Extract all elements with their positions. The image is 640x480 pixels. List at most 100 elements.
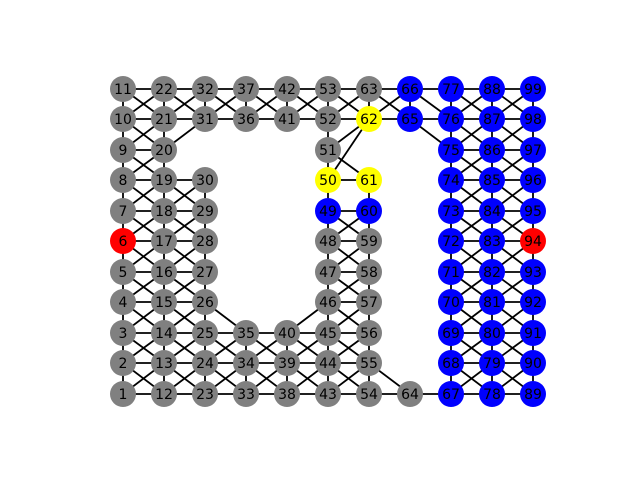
node-circle: [438, 76, 464, 102]
node-label: 24: [196, 356, 214, 372]
node-circle: [315, 137, 341, 163]
node-circle: [151, 350, 177, 376]
node-label: 44: [319, 356, 337, 372]
node-label: 1: [119, 387, 128, 403]
node-31: 31: [192, 106, 218, 132]
node-label: 34: [237, 356, 255, 372]
node-circle: [274, 381, 300, 407]
node-label: 57: [360, 295, 378, 311]
node-81: 81: [479, 289, 505, 315]
node-7: 7: [110, 198, 136, 224]
node-circle: [479, 259, 505, 285]
node-label: 21: [155, 112, 173, 128]
node-circle: [315, 228, 341, 254]
node-circle: [151, 106, 177, 132]
node-92: 92: [520, 289, 546, 315]
node-circle: [110, 137, 136, 163]
node-label: 4: [119, 295, 128, 311]
node-circle: [192, 320, 218, 346]
node-circle: [110, 350, 136, 376]
node-51: 51: [315, 137, 341, 163]
node-label: 32: [196, 82, 214, 98]
node-circle: [356, 198, 382, 224]
node-label: 69: [442, 326, 460, 342]
node-59: 59: [356, 228, 382, 254]
node-circle: [315, 259, 341, 285]
node-circle: [438, 320, 464, 346]
node-label: 47: [319, 265, 337, 281]
node-75: 75: [438, 137, 464, 163]
node-label: 16: [155, 265, 173, 281]
node-39: 39: [274, 350, 300, 376]
node-circle: [479, 76, 505, 102]
node-label: 38: [278, 387, 296, 403]
node-12: 12: [151, 381, 177, 407]
node-label: 98: [524, 112, 542, 128]
node-circle: [192, 259, 218, 285]
node-circle: [110, 228, 136, 254]
node-label: 68: [442, 356, 460, 372]
node-circle: [479, 198, 505, 224]
node-label: 52: [319, 112, 337, 128]
node-98: 98: [520, 106, 546, 132]
node-label: 63: [360, 82, 378, 98]
node-label: 55: [360, 356, 378, 372]
node-circle: [356, 259, 382, 285]
node-30: 30: [192, 167, 218, 193]
node-label: 20: [155, 143, 173, 159]
node-circle: [151, 137, 177, 163]
node-5: 5: [110, 259, 136, 285]
node-label: 54: [360, 387, 378, 403]
node-64: 64: [397, 381, 423, 407]
node-68: 68: [438, 350, 464, 376]
node-label: 93: [524, 265, 542, 281]
node-14: 14: [151, 320, 177, 346]
node-label: 10: [114, 112, 132, 128]
node-36: 36: [233, 106, 259, 132]
node-4: 4: [110, 289, 136, 315]
node-label: 67: [442, 387, 460, 403]
node-circle: [192, 228, 218, 254]
node-label: 64: [401, 387, 419, 403]
node-88: 88: [479, 76, 505, 102]
node-61: 61: [356, 167, 382, 193]
node-89: 89: [520, 381, 546, 407]
node-label: 89: [524, 387, 542, 403]
node-circle: [274, 320, 300, 346]
node-label: 82: [483, 265, 501, 281]
node-circle: [151, 198, 177, 224]
node-84: 84: [479, 198, 505, 224]
node-label: 62: [360, 112, 378, 128]
node-circle: [151, 259, 177, 285]
node-2: 2: [110, 350, 136, 376]
node-circle: [110, 381, 136, 407]
node-17: 17: [151, 228, 177, 254]
node-label: 95: [524, 204, 542, 220]
node-9: 9: [110, 137, 136, 163]
node-circle: [151, 381, 177, 407]
node-circle: [520, 320, 546, 346]
node-label: 88: [483, 82, 501, 98]
node-10: 10: [110, 106, 136, 132]
node-label: 97: [524, 143, 542, 159]
node-circle: [315, 106, 341, 132]
node-label: 73: [442, 204, 460, 220]
node-label: 94: [524, 234, 542, 250]
node-label: 19: [155, 173, 173, 189]
node-label: 35: [237, 326, 255, 342]
node-label: 71: [442, 265, 460, 281]
node-11: 11: [110, 76, 136, 102]
node-circle: [520, 259, 546, 285]
node-44: 44: [315, 350, 341, 376]
node-66: 66: [397, 76, 423, 102]
node-6: 6: [110, 228, 136, 254]
node-label: 53: [319, 82, 337, 98]
node-label: 80: [483, 326, 501, 342]
node-label: 61: [360, 173, 378, 189]
node-label: 78: [483, 387, 501, 403]
node-circle: [233, 381, 259, 407]
node-circle: [479, 137, 505, 163]
node-circle: [110, 259, 136, 285]
node-label: 96: [524, 173, 542, 189]
